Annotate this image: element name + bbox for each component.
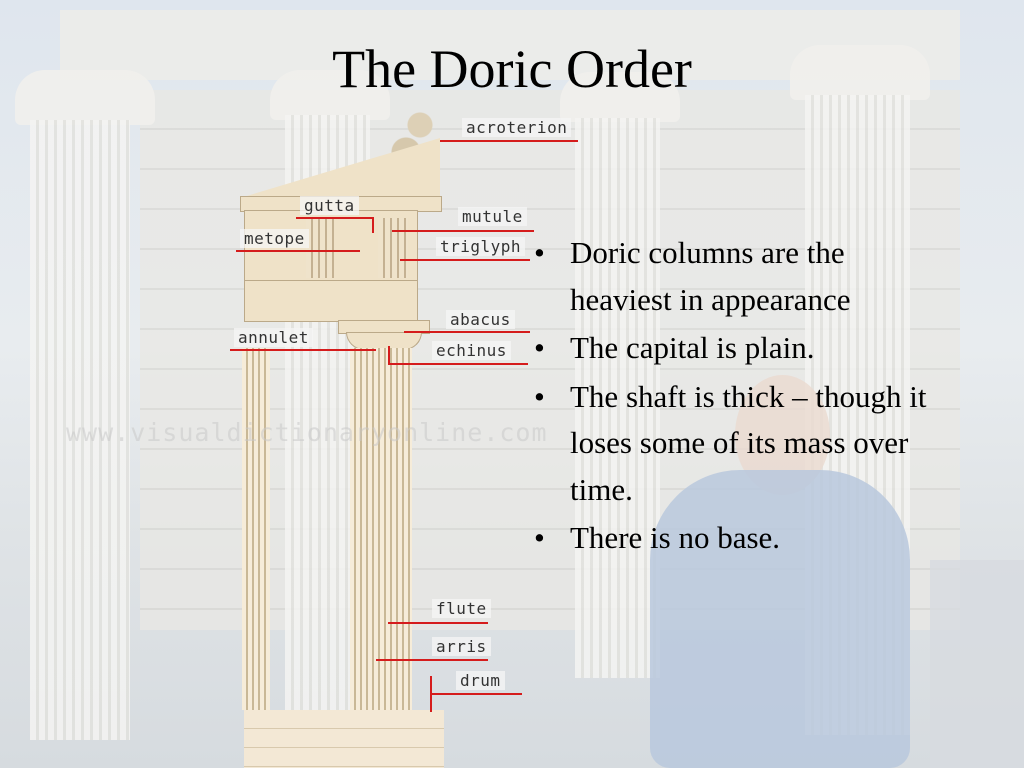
bullet-item: • There is no base. [530,515,950,562]
bg-person-jacket [650,470,910,768]
label-metope: metope [240,229,309,248]
bullet-text: The capital is plain. [570,330,815,365]
bullet-item: • Doric columns are the heaviest in appea… [530,230,950,323]
bullet-glyph: • [534,330,545,365]
bg-capital-center [270,70,390,120]
metope-block [306,218,334,278]
bg-capital-right [790,45,930,100]
leader-echinus [388,363,528,365]
bullet-item: • The shaft is thick – though it loses so… [530,374,950,514]
watermark-text: www.visualdictionaryonline.com [66,418,548,447]
leader-gutta-drop [372,217,374,233]
bullet-glyph: • [534,235,545,270]
bg-capital-left [15,70,155,125]
label-abacus: abacus [446,310,515,329]
slide-title: The Doric Order [332,39,692,99]
leader-metope [236,250,360,252]
label-triglyph: triglyph [436,237,526,256]
bg-city [930,560,1024,768]
leader-triglyph [400,259,530,261]
label-acroterion: acroterion [462,118,572,137]
bullet-text: The shaft is thick – though it loses som… [570,378,927,507]
leader-acroterion [440,140,578,142]
bullet-list: • Doric columns are the heaviest in appea… [530,230,950,564]
column-shaft [350,348,412,710]
leader-mutule [392,230,534,232]
bullet-text: Doric columns are the heaviest in appear… [570,235,851,317]
leader-drum [432,693,522,695]
bg-column-left [30,120,130,740]
triglyph-block [378,218,408,278]
label-annulet: annulet [234,328,313,347]
bg-column-mid [575,118,660,678]
bullet-item: • The capital is plain. [530,325,950,372]
architrave [244,280,418,322]
leader-arris [376,659,488,661]
label-gutta: gutta [300,196,359,215]
doric-order-diagram [228,98,548,768]
pediment [240,138,440,198]
label-flute: flute [432,599,491,618]
bullet-text: There is no base. [570,520,781,555]
leader-abacus [404,331,530,333]
leader-annulet [230,349,376,351]
stylobate [244,710,444,768]
leader-drum-bracket [430,676,432,712]
bullet-glyph: • [534,520,545,555]
leader-gutta [296,217,372,219]
column-shaft-side [242,348,270,710]
label-echinus: echinus [432,341,511,360]
bullet-glyph: • [534,378,545,414]
label-mutule: mutule [458,207,527,226]
label-drum: drum [456,671,505,690]
bg-capital-mid [560,72,680,122]
leader-echinus-rise [388,346,390,364]
leader-flute [388,622,488,624]
label-arris: arris [432,637,491,656]
